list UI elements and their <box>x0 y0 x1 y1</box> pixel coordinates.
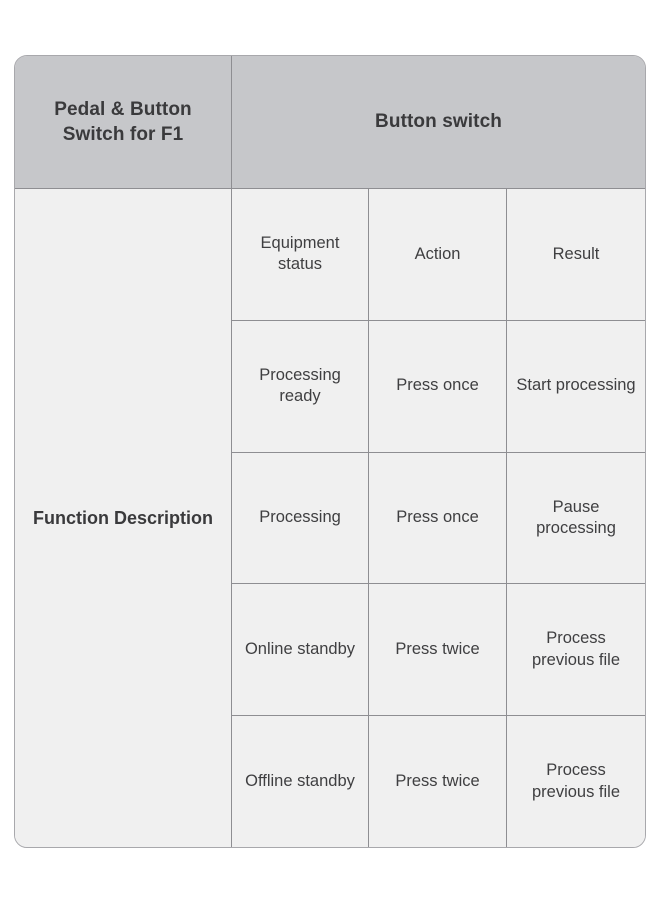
spec-table: Pedal & Button Switch for F1 Button swit… <box>14 55 646 848</box>
table-header-title-cell: Pedal & Button Switch for F1 <box>15 56 232 188</box>
table-rows-area: Equipment status Action Result Processin… <box>232 189 645 847</box>
cell-status: Offline standby <box>232 716 369 847</box>
cell-text: Processing <box>259 508 341 527</box>
table-row: Offline standby Press twice Process prev… <box>232 716 645 847</box>
cell-text: Process previous file <box>531 761 621 801</box>
cell-text: Result <box>552 244 600 263</box>
table-header-title: Pedal & Button Switch for F1 <box>54 98 192 145</box>
cell-status: Online standby <box>232 584 369 716</box>
cell-text: Process previous file <box>531 629 621 669</box>
cell-status: Equipment status <box>232 189 369 320</box>
cell-text: Press twice <box>395 640 480 659</box>
cell-result: Start processing <box>507 320 645 452</box>
cell-text: Action <box>414 244 461 263</box>
table-row: Processing ready Press once Start proces… <box>232 320 645 453</box>
cell-status: Processing ready <box>232 320 369 452</box>
cell-action: Press twice <box>369 584 507 716</box>
cell-text: Equipment status <box>260 233 340 274</box>
cell-action: Press once <box>369 452 507 584</box>
cell-status: Processing <box>232 452 369 584</box>
cell-text: Press twice <box>395 771 480 790</box>
table-header-group-label: Button switch <box>375 111 502 133</box>
table-header-row: Pedal & Button Switch for F1 Button swit… <box>15 56 645 189</box>
cell-text: Online standby <box>244 640 356 659</box>
table-row: Processing Press once Pause processing <box>232 452 645 585</box>
cell-text: Processing ready <box>259 365 341 406</box>
cell-text: Offline standby <box>245 771 355 790</box>
cell-result: Process previous file <box>507 584 645 716</box>
cell-result: Pause processing <box>507 452 645 584</box>
row-header-cell-function-description: Function Description <box>15 189 232 847</box>
row-header-label: Function Description <box>33 507 213 528</box>
table-header-group-cell: Button switch <box>232 56 645 188</box>
cell-text: Start processing <box>516 376 636 395</box>
cell-result: Result <box>507 189 645 320</box>
cell-text: Press once <box>396 376 479 395</box>
cell-text: Pause processing <box>536 497 616 537</box>
cell-action: Press twice <box>369 716 507 847</box>
cell-result: Process previous file <box>507 716 645 847</box>
cell-action: Action <box>369 189 507 320</box>
table-body: Function Description Equipment status Ac… <box>15 189 645 847</box>
cell-text: Press once <box>396 508 479 527</box>
table-row: Equipment status Action Result <box>232 189 645 321</box>
cell-action: Press once <box>369 320 507 452</box>
table-row: Online standby Press twice Process previ… <box>232 584 645 717</box>
